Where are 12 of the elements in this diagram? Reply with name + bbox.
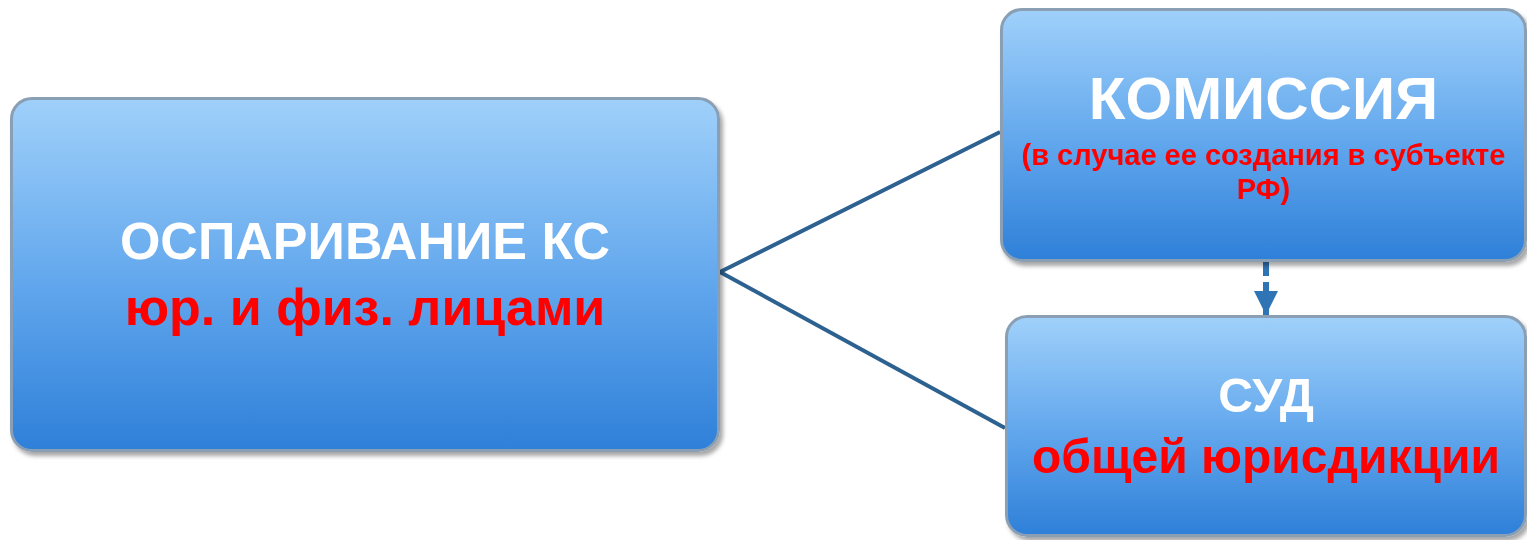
box-subtext: общей юрисдикции bbox=[1031, 429, 1500, 485]
connector-line bbox=[719, 130, 1001, 274]
process-box bbox=[1005, 315, 1527, 537]
box-heading: СУД bbox=[1218, 367, 1314, 423]
box-heading: КОМИССИЯ bbox=[1088, 64, 1439, 134]
process-box bbox=[1000, 8, 1527, 262]
arrow bbox=[1254, 262, 1278, 315]
process-box bbox=[10, 97, 720, 452]
connector-line bbox=[719, 270, 1006, 430]
box-subtext: юр. и физ. лицами bbox=[124, 277, 606, 338]
box-heading: ОСПАРИВАНИЕ КС bbox=[119, 211, 611, 272]
box-subtext: (в случае ее создания в субъекте РФ) bbox=[1020, 139, 1507, 206]
